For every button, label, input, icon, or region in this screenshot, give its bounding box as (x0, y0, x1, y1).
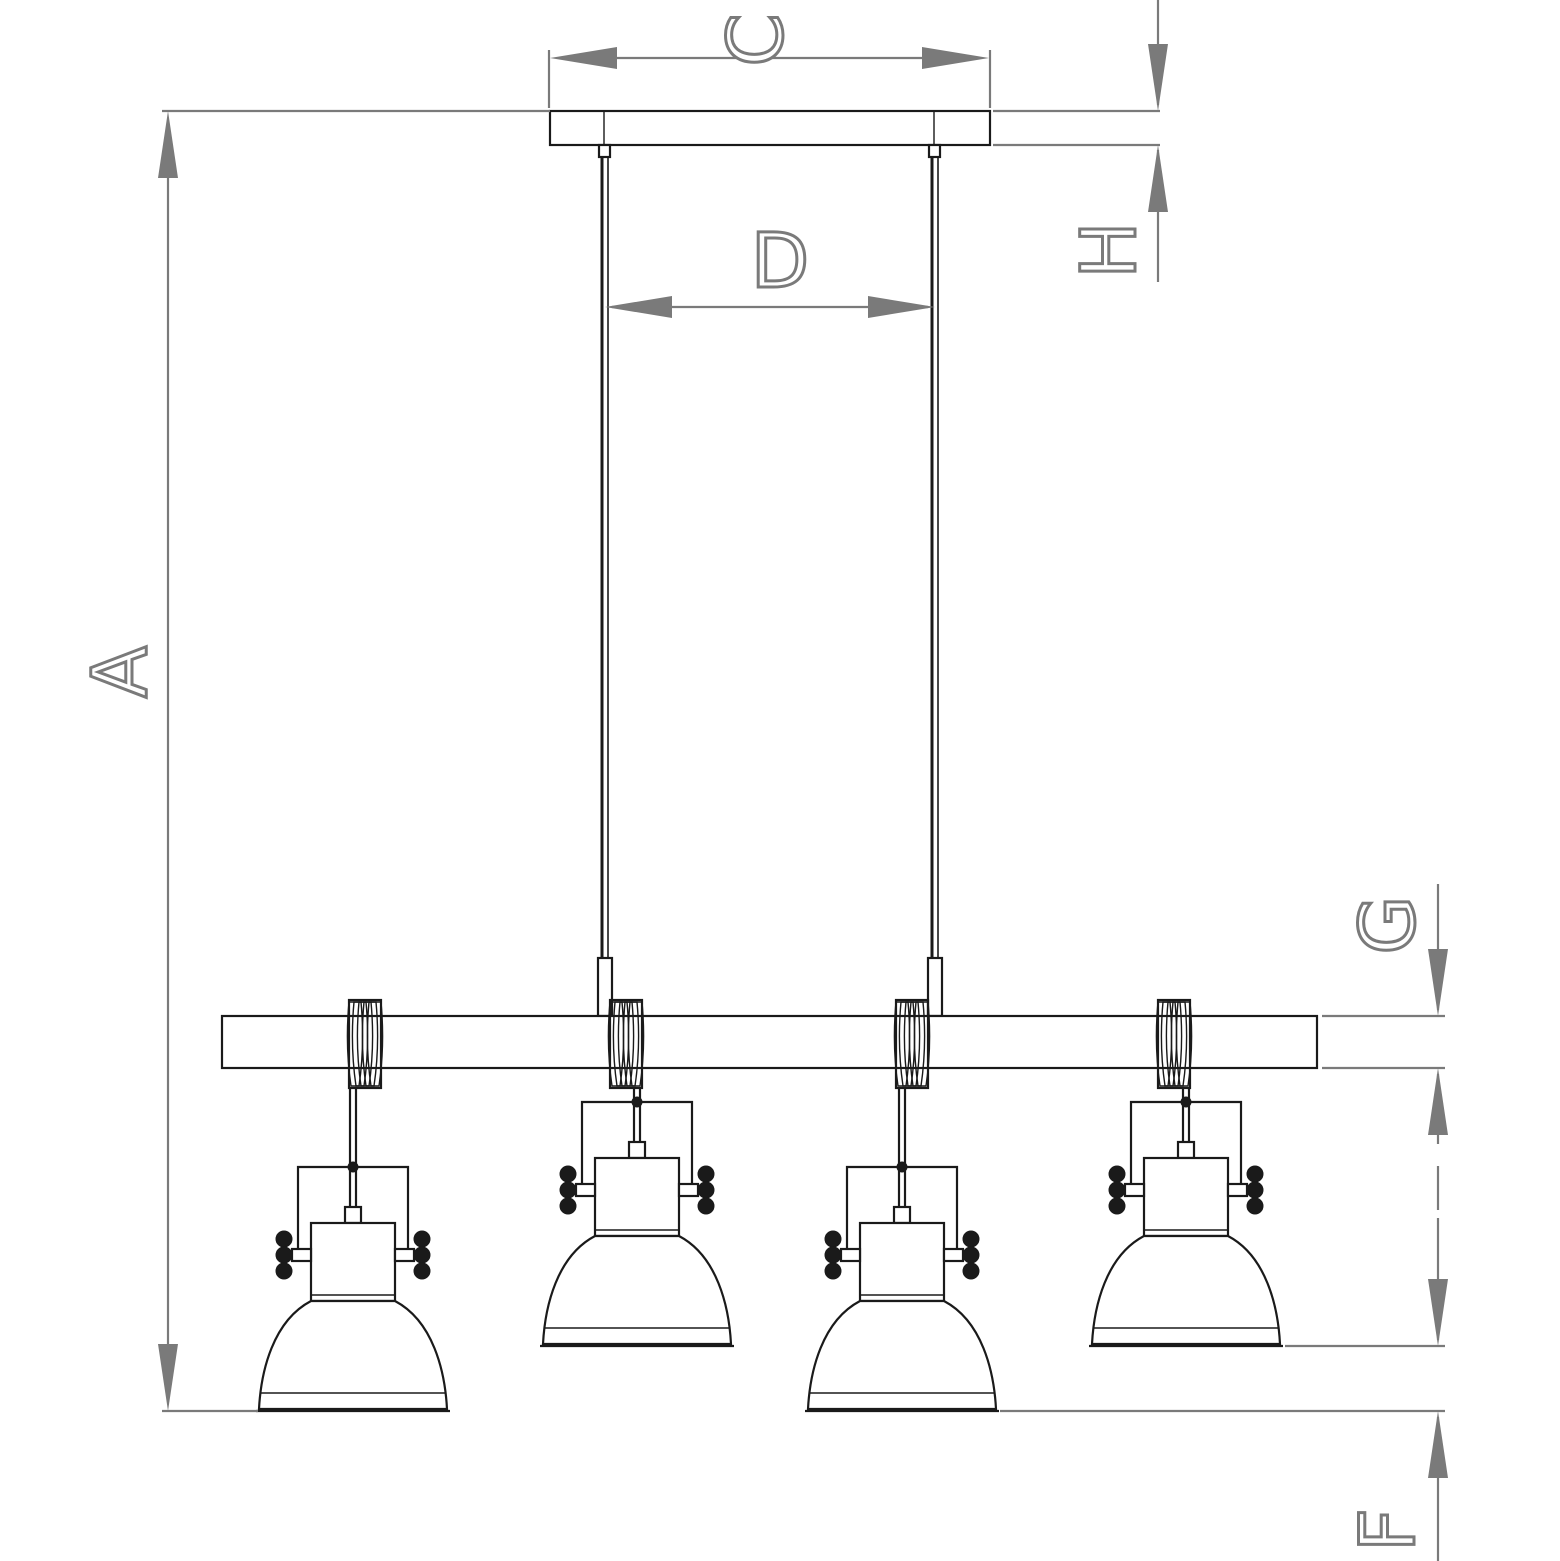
shade-bell (257, 1299, 449, 1411)
adjust-knob (1108, 1165, 1126, 1183)
rope-wrap (607, 998, 645, 1090)
adjust-knob (1108, 1181, 1126, 1199)
dimension-letters: A C D H G F (74, 12, 1434, 1553)
adjust-knob (697, 1165, 715, 1183)
adjust-knob (275, 1246, 293, 1264)
label-A: A (75, 646, 164, 698)
shade-neck (309, 1221, 397, 1303)
adjust-knob (824, 1246, 842, 1264)
shade-bell (806, 1299, 998, 1411)
adjust-knob (1108, 1197, 1126, 1215)
adjust-knob (275, 1230, 293, 1248)
lamp (1089, 1088, 1283, 1348)
label-H: H (1064, 221, 1153, 278)
adjust-knob (559, 1181, 577, 1199)
rope-wrap (346, 998, 384, 1090)
shade-bell (1090, 1234, 1282, 1346)
wooden-beam (220, 1014, 1319, 1070)
lamp (805, 1088, 999, 1413)
adjust-knob (824, 1230, 842, 1248)
adjust-knob (275, 1262, 293, 1280)
label-F: F (1343, 1508, 1432, 1552)
adjust-knob (413, 1246, 431, 1264)
rope-wrap (1155, 998, 1193, 1090)
shade-neck (1142, 1156, 1230, 1238)
rope-wraps (346, 998, 1193, 1090)
ceiling-canopy (548, 109, 992, 159)
adjust-knob (1246, 1181, 1264, 1199)
adjust-knob (1246, 1165, 1264, 1183)
adjust-knob (697, 1197, 715, 1215)
label-D: D (751, 216, 810, 305)
shade-neck (858, 1221, 946, 1303)
label-C: C (711, 13, 800, 66)
rope-wrap (893, 998, 931, 1090)
adjust-knob (559, 1197, 577, 1215)
lamp-shades (256, 1088, 1283, 1413)
dimension-lines (158, 0, 1448, 1561)
lamp (256, 1088, 450, 1413)
adjust-knob (697, 1181, 715, 1199)
label-G: G (1343, 896, 1432, 955)
adjust-knob (962, 1230, 980, 1248)
adjust-knob (413, 1262, 431, 1280)
adjust-knob (824, 1262, 842, 1280)
adjust-knob (962, 1262, 980, 1280)
adjust-knob (559, 1165, 577, 1183)
shade-bell (541, 1234, 733, 1346)
adjust-knob (962, 1246, 980, 1264)
suspension-wires (596, 157, 944, 1018)
adjust-knob (413, 1230, 431, 1248)
lamp (540, 1088, 734, 1348)
shade-neck (593, 1156, 681, 1238)
adjust-knob (1246, 1197, 1264, 1215)
